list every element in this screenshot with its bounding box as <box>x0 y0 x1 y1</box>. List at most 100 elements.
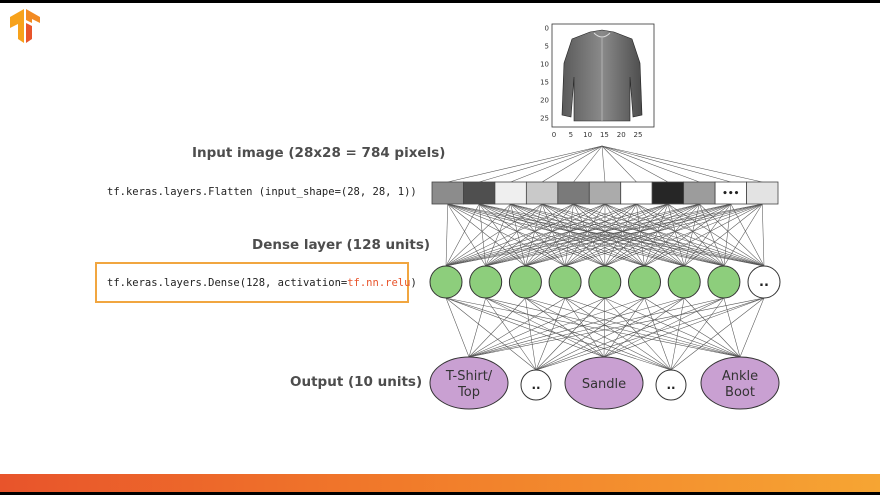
connection-line <box>478 203 486 267</box>
y-tick-label: 10 <box>540 61 549 69</box>
x-tick-label: 20 <box>617 131 626 139</box>
connection-line <box>510 203 526 267</box>
dense-neuron <box>707 265 741 299</box>
connection-line <box>445 203 511 267</box>
dense-neuron <box>588 265 622 299</box>
dense-neuron <box>667 265 701 299</box>
connection-line <box>478 203 526 267</box>
connection-line <box>525 203 763 267</box>
connection-line <box>447 203 526 267</box>
output-ellipsis-text: .. <box>666 378 675 392</box>
connection-line <box>468 297 685 358</box>
connection-line <box>535 297 685 371</box>
connection-lines <box>445 145 765 371</box>
connection-line <box>468 297 526 358</box>
connection-line <box>445 203 700 267</box>
x-tick-label: 15 <box>600 131 609 139</box>
y-tick-label: 5 <box>545 43 549 51</box>
connection-line <box>485 297 741 358</box>
connection-line <box>670 297 685 371</box>
connection-line <box>445 203 637 267</box>
connection-line <box>761 203 765 267</box>
x-tick-label: 0 <box>552 131 556 139</box>
output-ellipsis-node <box>655 369 687 401</box>
connection-line <box>447 145 603 183</box>
connection-line <box>485 203 606 267</box>
flatten-pixel-cell <box>557 181 590 205</box>
connection-line <box>479 203 566 267</box>
connection-line <box>564 203 574 267</box>
connection-line <box>525 203 574 267</box>
connection-line <box>485 203 731 267</box>
dense-code-box <box>95 262 409 303</box>
connection-line <box>601 145 700 183</box>
connection-line <box>447 203 765 267</box>
flatten-pixel-cell <box>620 181 653 205</box>
connection-line <box>670 297 765 371</box>
connection-line <box>601 145 606 183</box>
connection-line <box>603 297 685 358</box>
connection-line <box>535 297 724 371</box>
connection-line <box>445 203 543 267</box>
output-ellipsis-text: .. <box>531 378 540 392</box>
output-class-node <box>700 356 780 410</box>
output-class-label: Sandle <box>582 377 626 392</box>
connection-line <box>468 297 765 358</box>
connection-line <box>447 203 566 267</box>
output-class-label: Top <box>457 385 480 400</box>
connection-line <box>565 203 763 267</box>
connection-line <box>525 203 606 267</box>
connection-line <box>535 297 645 371</box>
dense-neuron <box>429 265 463 299</box>
connection-line <box>445 297 605 358</box>
connection-line <box>445 203 606 267</box>
connection-line <box>445 203 763 267</box>
connection-line <box>468 297 566 358</box>
flatten-ellipsis-text: ••• <box>722 189 739 199</box>
connection-line <box>684 203 763 267</box>
dense-code-suffix: ) <box>410 277 417 289</box>
dense-neuron <box>628 265 661 299</box>
connection-line <box>447 203 486 267</box>
connection-line <box>535 297 605 371</box>
connection-line <box>601 145 637 183</box>
output-class-label: Ankle <box>722 369 758 384</box>
flatten-pixel-cell <box>431 181 464 205</box>
connection-line <box>445 297 672 371</box>
y-tick-label: 20 <box>540 97 549 105</box>
flatten-pixel-cell <box>746 181 779 205</box>
connection-line <box>445 297 470 358</box>
flatten-pixel-cell <box>651 181 685 205</box>
connection-line <box>525 297 605 358</box>
output-layer-label: Output (10 units) <box>290 374 423 390</box>
connection-line <box>485 203 700 267</box>
connection-line <box>525 203 543 267</box>
output-class-label: T-Shirt/ <box>445 369 493 384</box>
flatten-pixel-cell <box>463 181 496 205</box>
connection-line <box>603 297 765 358</box>
flatten-pixel-cell <box>683 181 716 205</box>
connection-line <box>604 297 741 358</box>
connection-line <box>485 297 537 371</box>
output-class-label: Boot <box>725 385 755 400</box>
connection-line <box>644 297 741 358</box>
dense-code-activation: tf.nn.relu <box>347 277 411 289</box>
connection-line <box>603 297 606 358</box>
connection-line <box>445 203 449 267</box>
x-tick-label: 5 <box>569 131 573 139</box>
connection-line <box>525 203 637 267</box>
connection-line <box>601 145 731 183</box>
flatten-pixel-cell <box>588 181 622 205</box>
connection-line <box>564 297 605 358</box>
dense-layer-nodes: .. <box>429 265 781 299</box>
output-class-node <box>564 356 644 410</box>
connection-line <box>535 297 765 371</box>
connection-line <box>603 297 645 358</box>
connection-line <box>445 203 668 267</box>
dense-code: tf.keras.layers.Dense(128, activation=tf… <box>107 277 417 289</box>
flatten-pixel-cell <box>494 181 527 205</box>
connection-line <box>564 297 672 371</box>
